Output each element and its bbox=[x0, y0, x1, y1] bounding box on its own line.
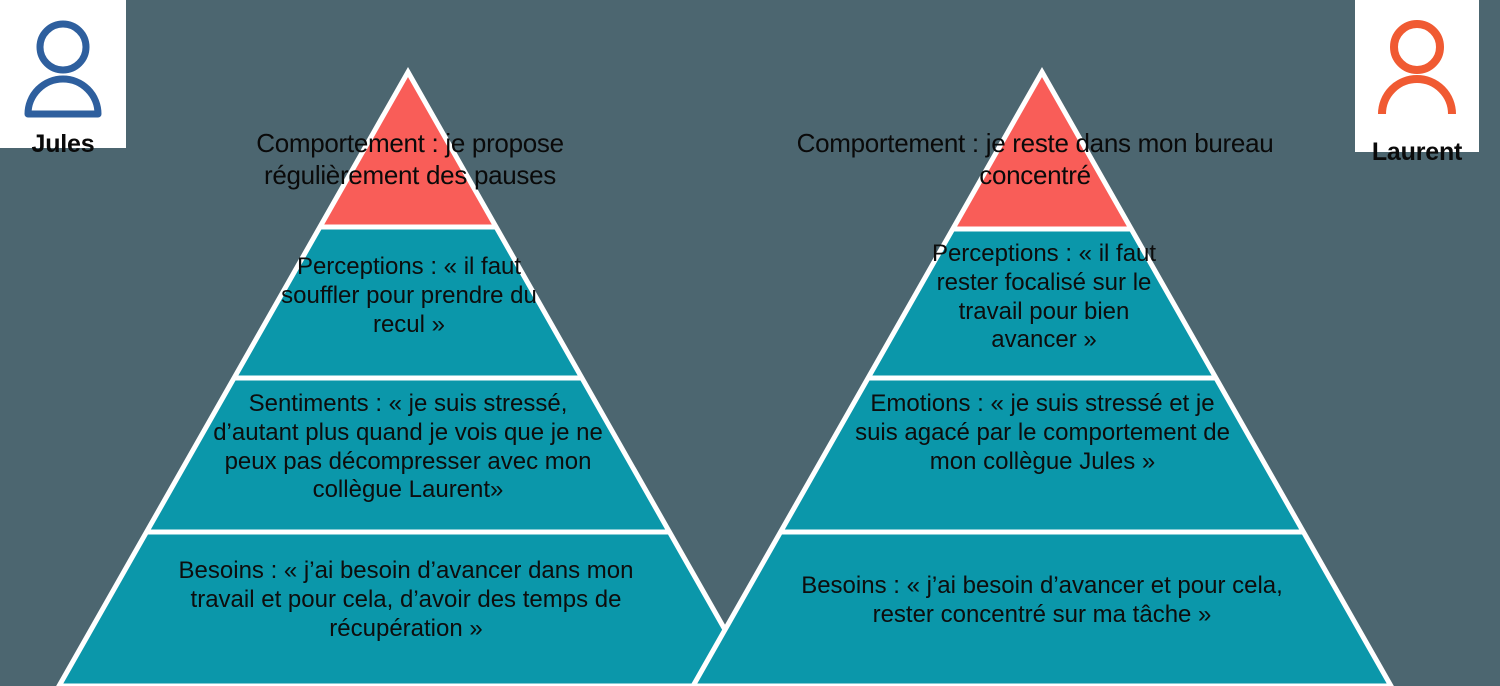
jules-perceptions-text: Perceptions : « il faut souffler pour pr… bbox=[281, 253, 537, 338]
laurent-comportement-text: Comportement : je reste dans mon bureau … bbox=[796, 128, 1274, 190]
laurent-emotions-text: Emotions : « je suis stressé et je suis … bbox=[855, 390, 1230, 475]
laurent-besoins-text: Besoins : « j’ai besoin d’avancer et pou… bbox=[801, 572, 1283, 628]
laurent-perceptions-text: Perceptions : « il faut rester focalisé … bbox=[931, 240, 1157, 354]
avatar-name-laurent: Laurent bbox=[1371, 138, 1463, 166]
person-icon bbox=[1378, 20, 1456, 115]
jules-besoins-text: Besoins : « j’ai besoin d’avancer dans m… bbox=[178, 557, 634, 642]
jules-band-perceptions bbox=[59, 226, 757, 377]
laurent-band-perceptions bbox=[693, 228, 1391, 377]
avatar-name-jules: Jules bbox=[31, 130, 95, 158]
jules-band-comportement bbox=[59, 72, 757, 226]
jules-comportement-text: Comportement : je propose régulièrement … bbox=[256, 128, 564, 190]
avatar-card-jules: Jules bbox=[0, 0, 126, 158]
person-icon bbox=[24, 20, 102, 118]
avatar-card-laurent: Laurent bbox=[1355, 0, 1479, 166]
laurent-band-comportement bbox=[693, 72, 1391, 228]
jules-sentiments-text: Sentiments : « je suis stressé, d’autant… bbox=[213, 390, 603, 504]
